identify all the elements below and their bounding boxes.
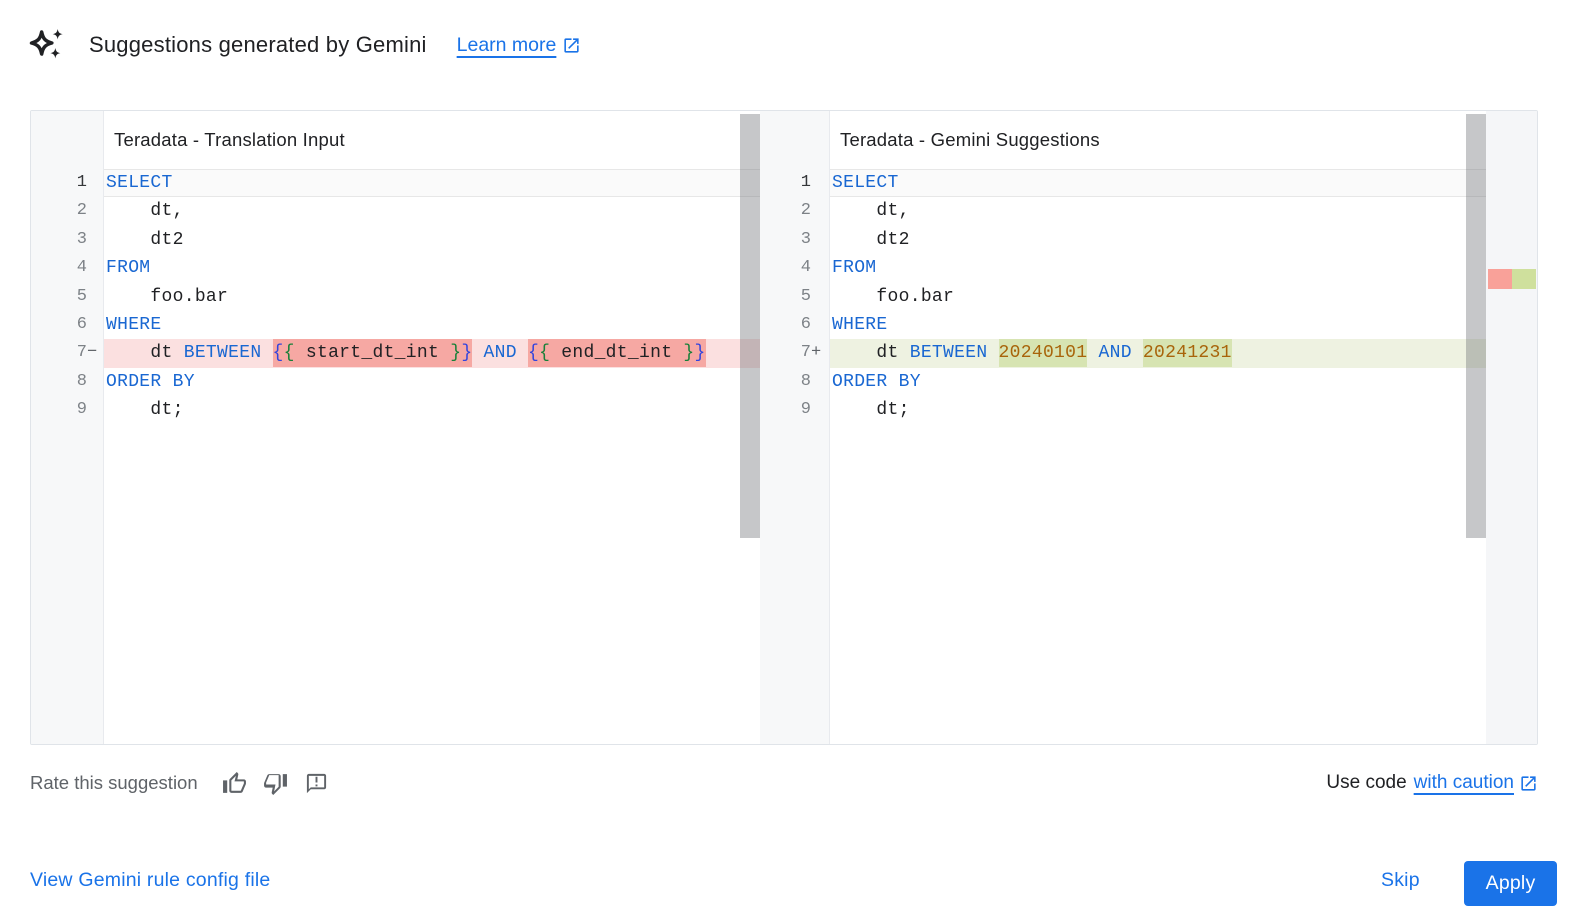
- left-line-number-8: 8: [76, 371, 87, 391]
- right-line-number-4: 4: [800, 258, 811, 278]
- left-panel-title: Teradata - Translation Input: [104, 111, 760, 169]
- learn-more-label: Learn more: [456, 33, 557, 56]
- right-code-line-6[interactable]: WHERE: [832, 314, 888, 335]
- right-code-line-3[interactable]: dt2: [832, 229, 910, 250]
- right-line-number-5: 5: [800, 286, 811, 306]
- left-code-line-1[interactable]: SELECT: [104, 169, 760, 198]
- thumbs-down-button[interactable]: [263, 770, 289, 796]
- page-title: Suggestions generated by Gemini: [89, 32, 427, 57]
- right-code-line-5[interactable]: foo.bar: [832, 286, 955, 307]
- left-line-number-gutter: 1 2 3 4 5 6 7− 8 9: [31, 111, 104, 744]
- thumbs-up-button[interactable]: [222, 770, 248, 796]
- report-feedback-button[interactable]: [304, 770, 330, 796]
- left-code-line-6[interactable]: WHERE: [106, 314, 162, 335]
- rate-suggestion-label: Rate this suggestion: [30, 772, 198, 793]
- left-code-line-7[interactable]: dt BETWEEN {{ start_dt_int }} AND {{ end…: [104, 339, 760, 368]
- right-code-line-1[interactable]: SELECT: [830, 169, 1486, 198]
- with-caution-label: with caution: [1413, 772, 1514, 793]
- open-in-new-icon: [564, 37, 579, 53]
- thumbs-down-icon: [264, 773, 288, 795]
- right-code-line-9[interactable]: dt;: [832, 400, 910, 421]
- left-code-line-4[interactable]: FROM: [106, 258, 151, 279]
- left-line-number-3: 3: [76, 229, 87, 249]
- right-code-line-8[interactable]: ORDER BY: [832, 371, 921, 392]
- learn-more-link[interactable]: Learn more: [457, 34, 582, 57]
- left-code-line-3[interactable]: dt2: [106, 229, 184, 250]
- right-code-line-4[interactable]: FROM: [832, 258, 877, 279]
- right-code-line-2[interactable]: dt,: [832, 201, 910, 222]
- use-code-label: Use code: [1326, 772, 1407, 793]
- left-line-number-5: 5: [76, 286, 87, 306]
- right-line-number-9: 9: [800, 400, 811, 420]
- left-line-number-6: 6: [76, 314, 87, 334]
- gemini-sparkle-icon: [29, 29, 63, 59]
- apply-button[interactable]: Apply: [1464, 861, 1557, 906]
- left-code-line-2[interactable]: dt,: [106, 201, 184, 222]
- right-line-number-3: 3: [800, 229, 811, 249]
- left-line-number-9: 9: [76, 400, 87, 420]
- right-line-number-2: 2: [800, 201, 811, 221]
- feedback-icon: [307, 773, 327, 793]
- diff-marker-deletion: [1488, 269, 1512, 289]
- rate-suggestion-row: Rate this suggestion: [30, 770, 330, 796]
- right-panel-title: Teradata - Gemini Suggestions: [830, 111, 1486, 169]
- left-code-line-8[interactable]: ORDER BY: [106, 371, 195, 392]
- diff-marker-addition: [1512, 269, 1536, 289]
- left-code-line-9[interactable]: dt;: [106, 400, 184, 421]
- right-line-number-8: 8: [800, 371, 811, 391]
- right-line-number-1: 1: [800, 173, 811, 192]
- right-line-number-7: 7+: [800, 343, 822, 363]
- right-line-number-gutter: 1 2 3 4 5 6 7+ 8 9: [760, 111, 830, 744]
- dialog-header: Suggestions generated by Gemini Learn mo…: [27, 25, 581, 65]
- left-line-number-7: 7−: [76, 343, 98, 363]
- skip-button[interactable]: Skip: [1381, 869, 1420, 891]
- use-code-notice: Use code with caution: [1326, 772, 1538, 794]
- view-rule-config-link[interactable]: View Gemini rule config file: [30, 869, 271, 891]
- left-scrollbar-thumb[interactable]: [740, 114, 760, 538]
- diff-overview-ruler: [1486, 111, 1537, 744]
- left-line-number-1: 1: [76, 173, 87, 192]
- thumbs-up-icon: [223, 771, 247, 793]
- with-caution-link[interactable]: with caution: [1414, 772, 1538, 794]
- left-line-number-2: 2: [76, 201, 87, 221]
- left-line-number-4: 4: [76, 258, 87, 278]
- left-code-line-5[interactable]: foo.bar: [106, 286, 229, 307]
- right-scrollbar-thumb[interactable]: [1466, 114, 1486, 538]
- open-in-new-icon: [1521, 775, 1536, 791]
- right-line-number-6: 6: [800, 314, 811, 334]
- gemini-suggestions-panel: 1 2 3 4 5 6 7+ 8 9 Teradata - Gemini Suggestions…: [760, 111, 1537, 744]
- right-code-line-7[interactable]: dt BETWEEN 20240101 AND 20241231: [830, 339, 1486, 368]
